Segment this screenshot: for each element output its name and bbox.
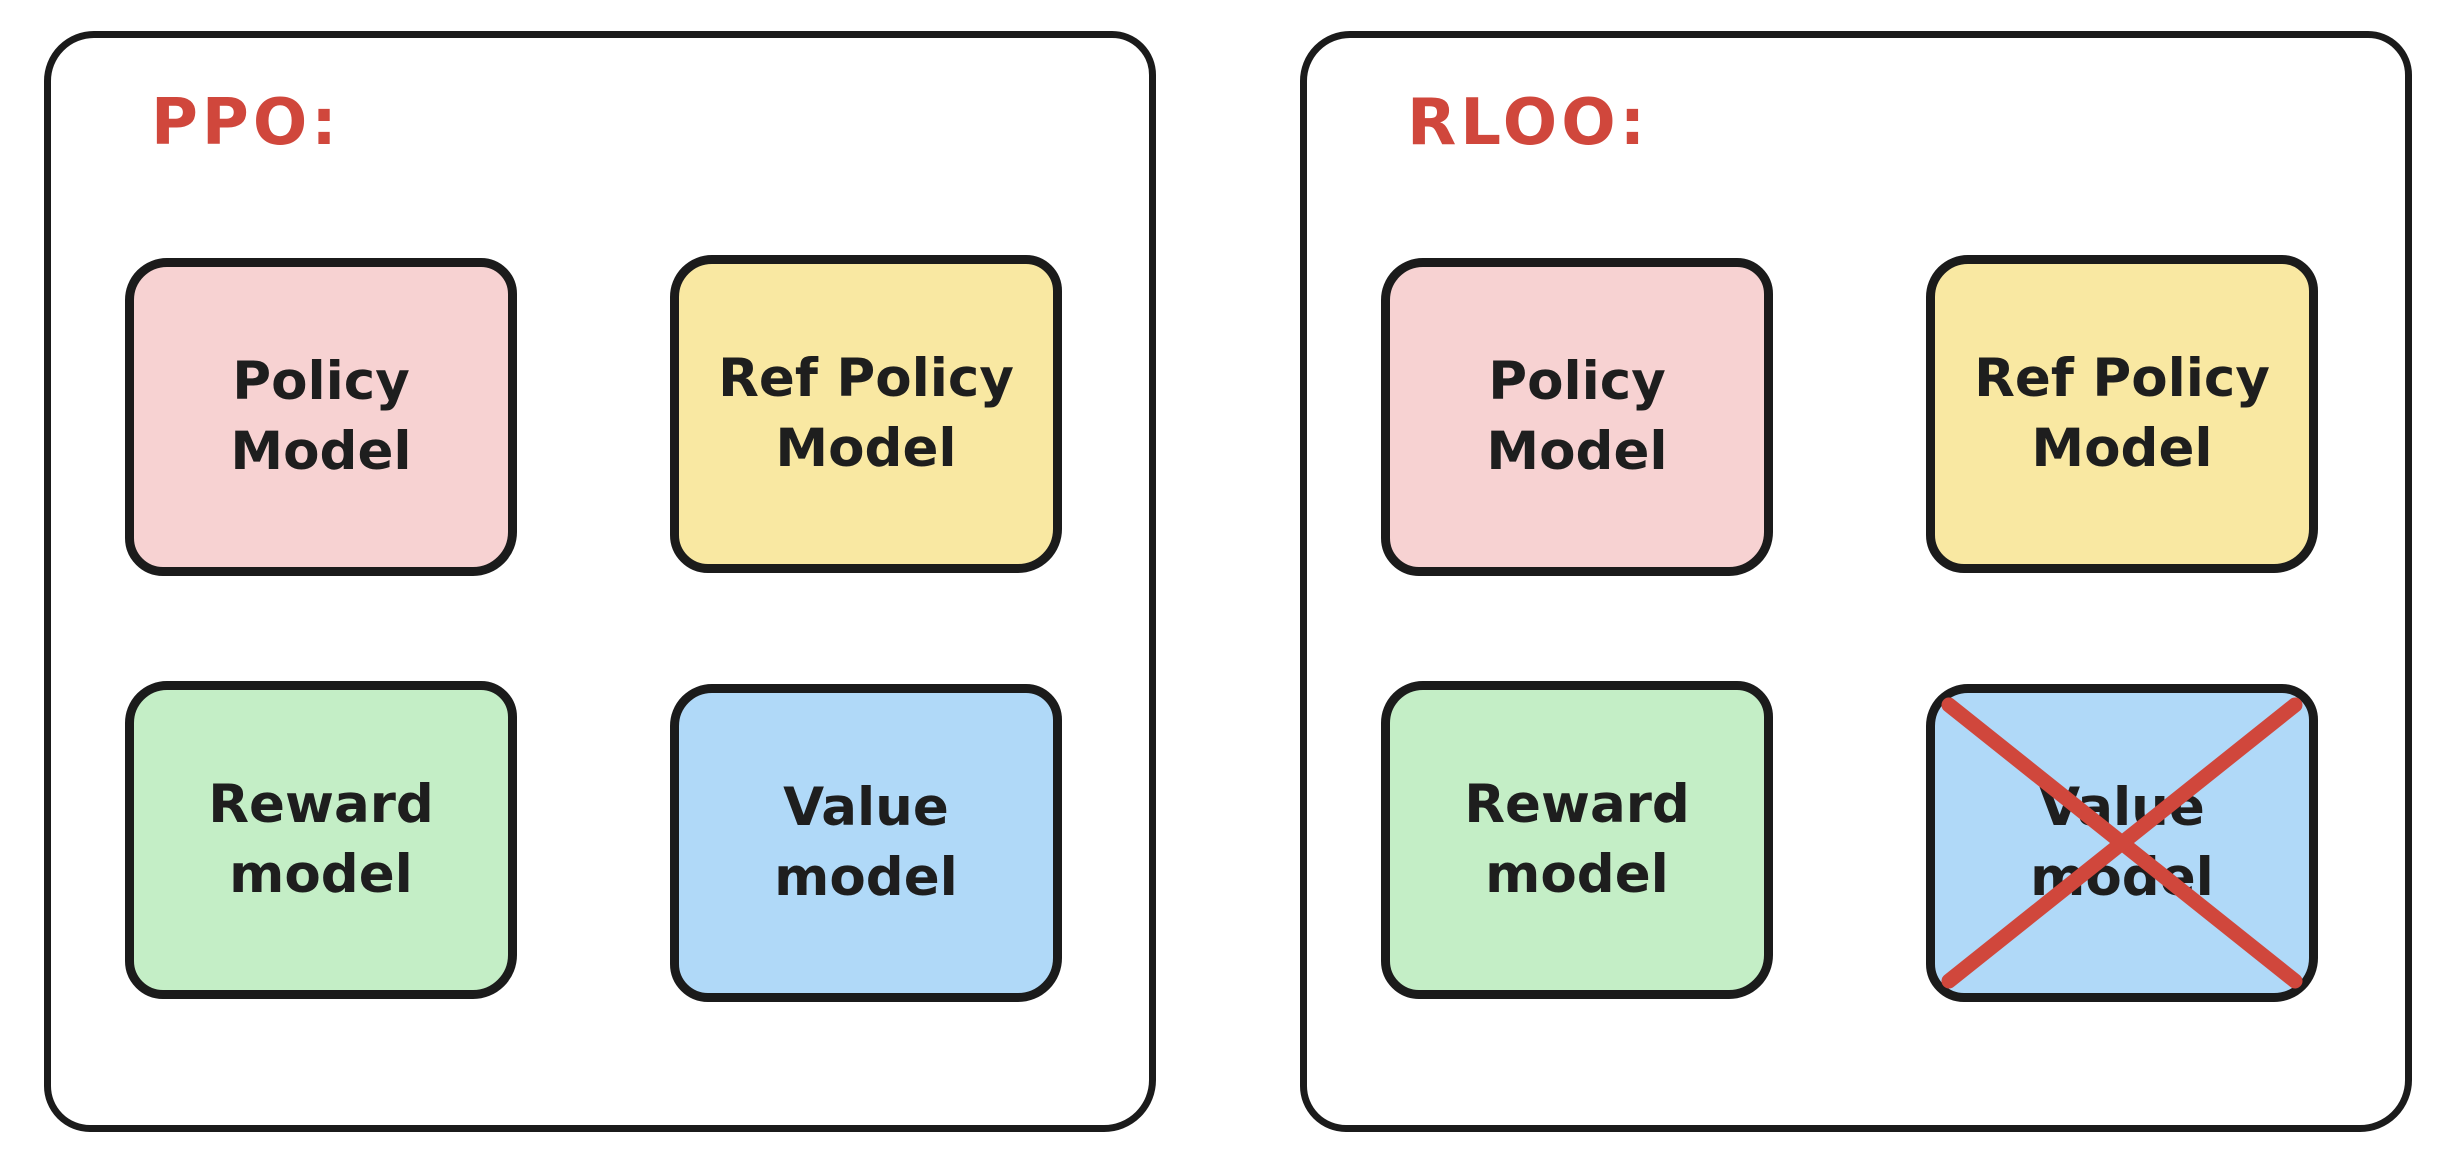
box-label-line: Ref Policy <box>1974 348 2270 410</box>
panel-rloo-title: RLOO: <box>1407 86 1650 160</box>
box-label-line: Model <box>230 421 412 482</box>
box-label-line: Model <box>2031 418 2213 479</box>
panel-ppo-title: PPO: <box>151 86 341 160</box>
box-label-line: Reward <box>1464 774 1690 836</box>
panel-rloo: RLOO: Policy Model Ref Policy Model Rewa… <box>1300 31 2412 1132</box>
box-label-line: model <box>2030 847 2214 908</box>
box-label-line: Ref Policy <box>718 348 1014 410</box>
rloo-ref-policy-model-box: Ref Policy Model <box>1926 255 2318 573</box>
ppo-ref-policy-model-box: Ref Policy Model <box>670 255 1062 573</box>
panel-ppo: PPO: Policy Model Ref Policy Model Rewar… <box>44 31 1156 1132</box>
box-label-line: Policy <box>232 351 410 413</box>
box-label-line: Value <box>2039 777 2205 839</box>
ppo-value-model-box: Value model <box>670 684 1062 1002</box>
box-label-line: Model <box>1486 421 1668 482</box>
rloo-reward-model-box: Reward model <box>1381 681 1773 999</box>
box-label-line: model <box>1485 844 1669 905</box>
rloo-value-model-box-crossed: Value model <box>1926 684 2318 1002</box>
box-label-line: Policy <box>1488 351 1666 413</box>
ppo-policy-model-box: Policy Model <box>125 258 517 576</box>
box-label-line: Value <box>783 777 949 839</box>
box-label-line: model <box>229 844 413 905</box>
rloo-policy-model-box: Policy Model <box>1381 258 1773 576</box>
box-label-line: Model <box>775 418 957 479</box>
box-label-line: model <box>774 847 958 908</box>
box-label-line: Reward <box>208 774 434 836</box>
ppo-reward-model-box: Reward model <box>125 681 517 999</box>
